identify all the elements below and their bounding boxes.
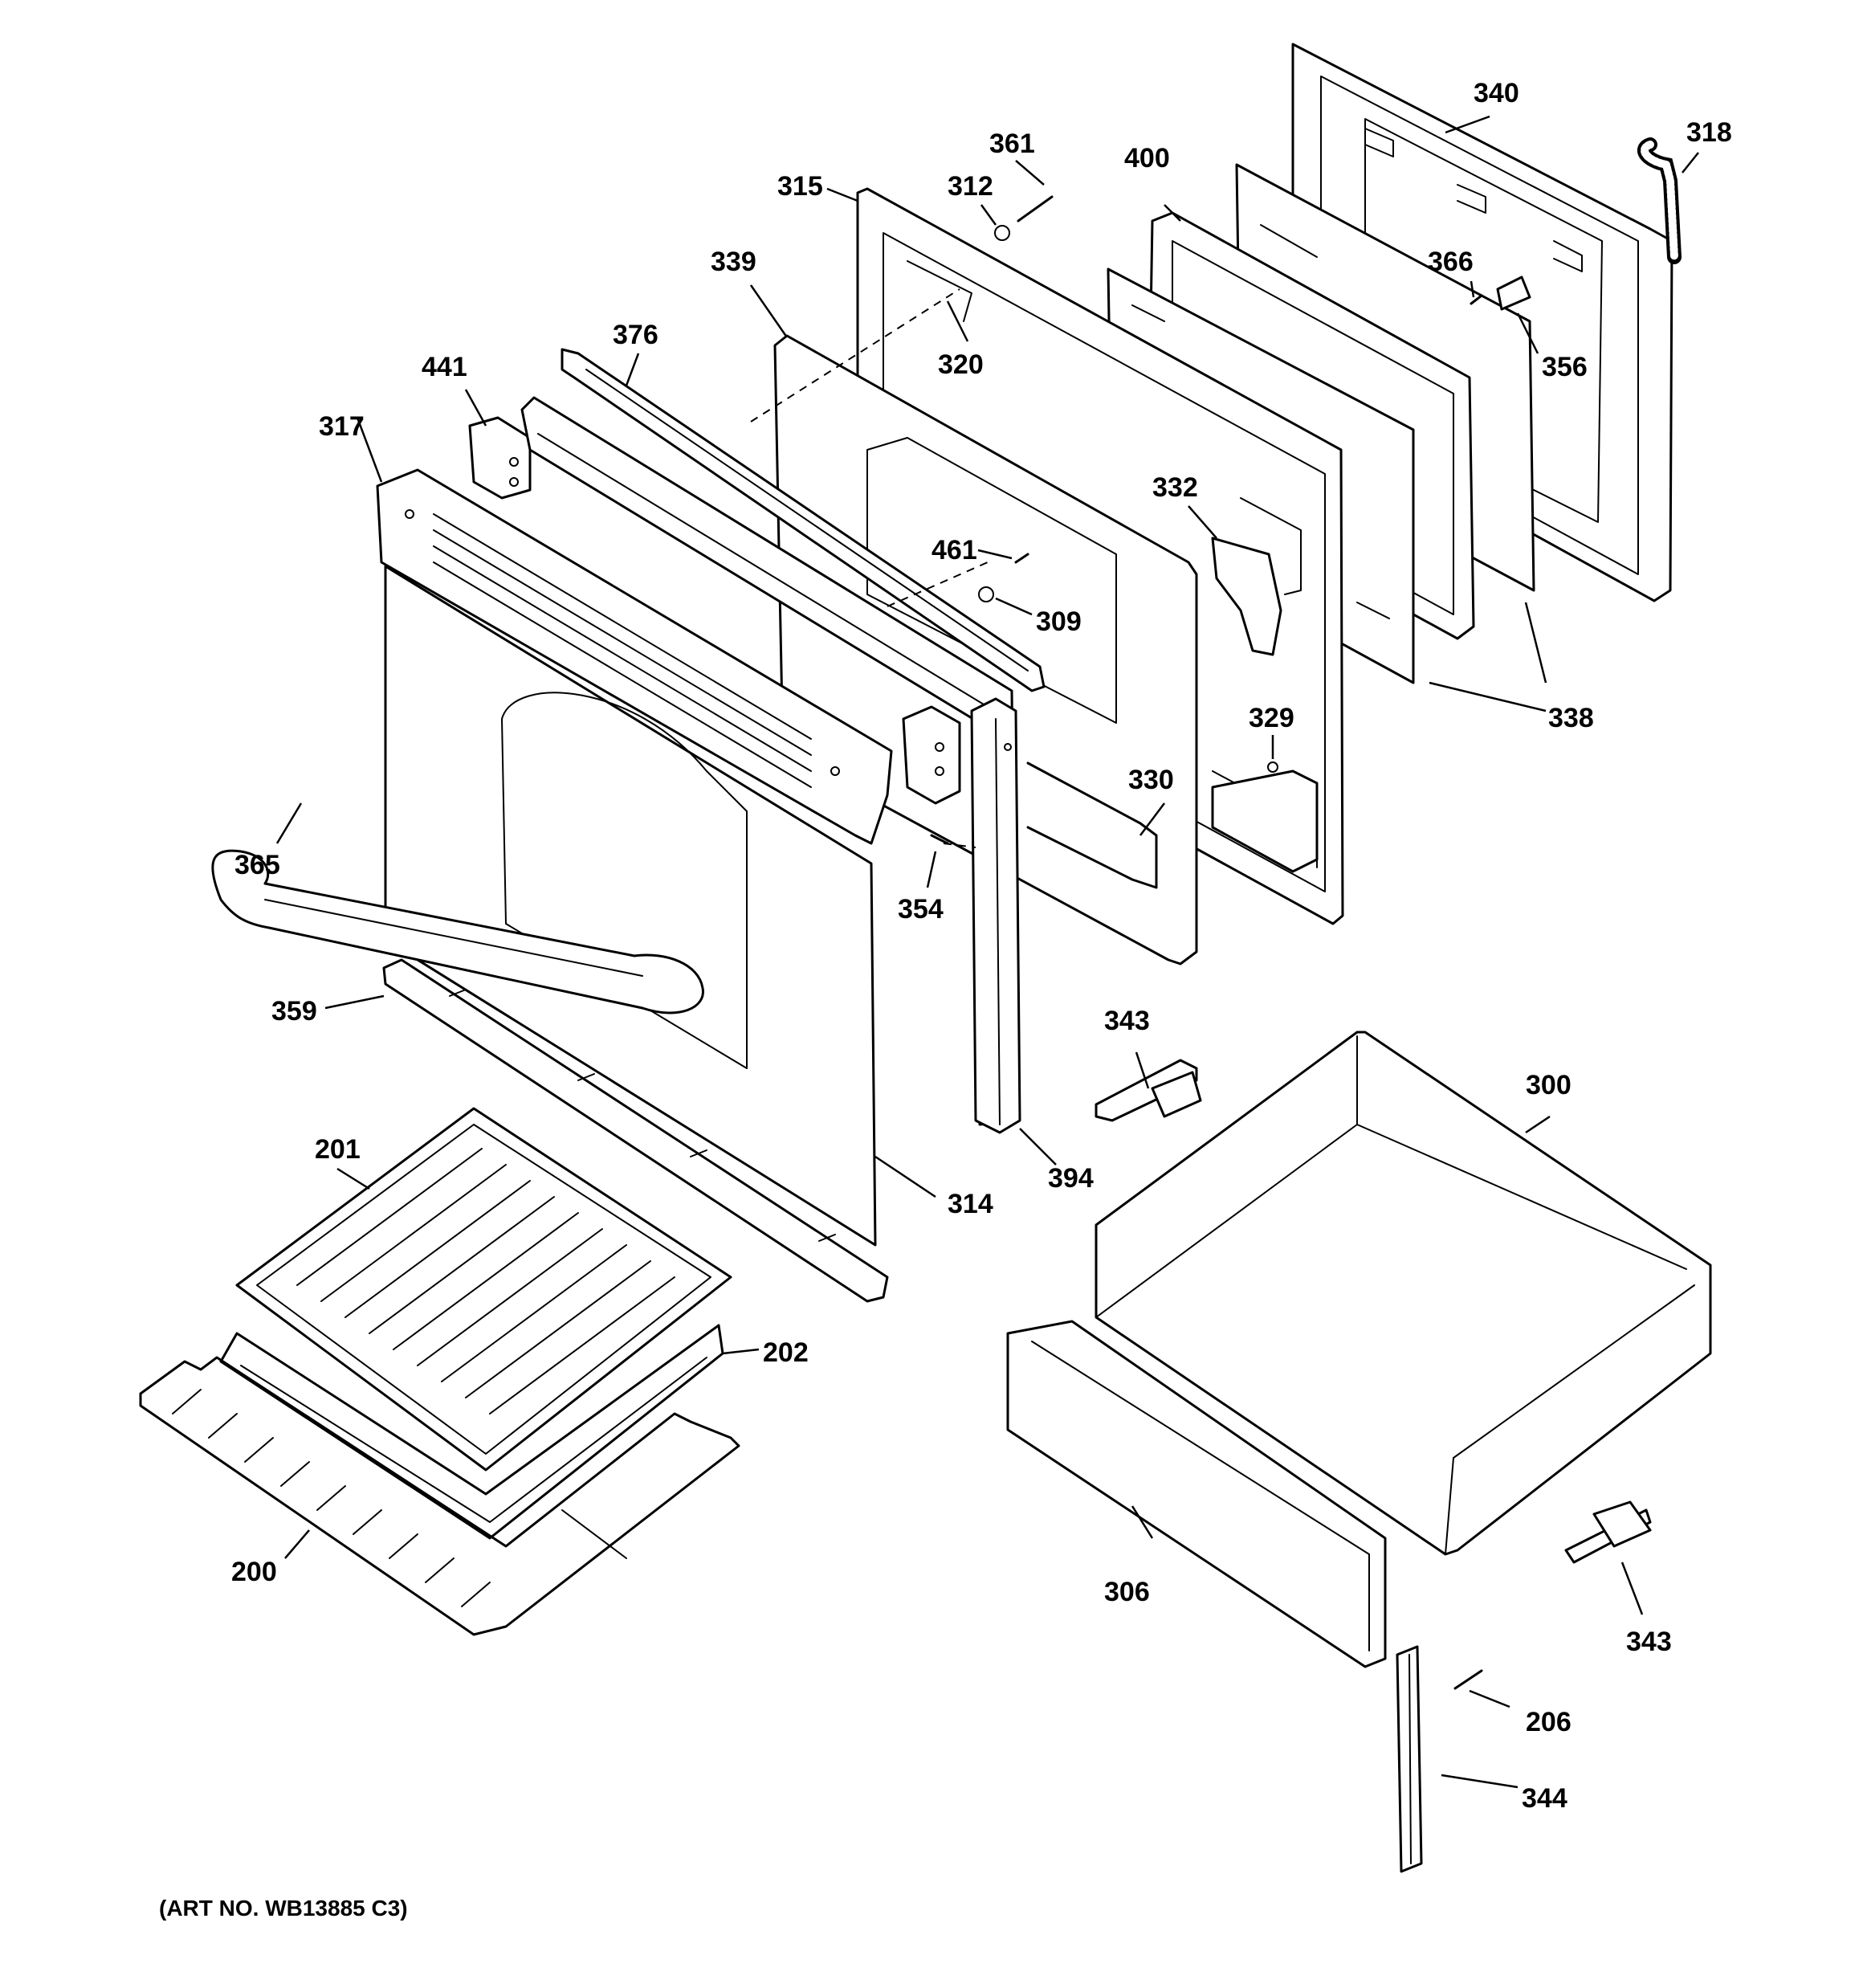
label-366: 366 [1428,247,1474,277]
part-306-drawer-front [1006,1320,1387,1668]
label-394: 394 [1048,1163,1094,1194]
label-461: 461 [932,535,977,565]
screw-354 [930,834,949,845]
label-340: 340 [1474,78,1519,108]
label-318: 318 [1686,117,1732,148]
clip-356 [1496,276,1531,311]
label-354: 354 [898,894,944,925]
label-338: 338 [1548,703,1594,733]
label-320: 320 [938,349,984,380]
label-365: 365 [234,850,280,880]
part-300-drawer-body [1095,1031,1712,1556]
label-339: 339 [711,247,756,277]
label-441: 441 [422,352,467,382]
washer-312 [994,225,1010,241]
part-329-hinge [1211,761,1319,873]
label-344: 344 [1522,1783,1567,1814]
screw-366 [1470,294,1483,305]
label-329: 329 [1249,703,1294,733]
part-441-hinge-bracket [468,416,532,500]
label-300: 300 [1526,1070,1572,1100]
part-343-upper-slide [1095,1059,1202,1122]
part-317-vent-panel [376,468,893,845]
label-200: 200 [231,1557,277,1587]
part-314-door-front [384,565,877,1247]
label-332: 332 [1152,472,1198,503]
label-314: 314 [948,1189,993,1219]
label-201: 201 [315,1134,361,1165]
label-315: 315 [777,171,823,202]
part-359-bottom-trim [382,958,889,1303]
label-312: 312 [948,171,993,202]
part-343-lower-slide [1564,1500,1652,1564]
label-330: 330 [1128,765,1174,795]
label-206: 206 [1526,1707,1572,1737]
label-317: 317 [319,411,365,442]
label-306: 306 [1104,1577,1150,1607]
part-344-drawer-rail [1396,1645,1423,1873]
label-343-upper: 343 [1104,1006,1150,1036]
label-202: 202 [763,1337,809,1368]
part-365-door-handle [211,849,704,1014]
label-376: 376 [613,320,658,350]
part-318-gasket [1637,137,1682,264]
label-343-lower: 343 [1626,1627,1672,1657]
part-hinge-bracket-right [902,705,961,805]
part-labels: 340 318 400 361 315 312 366 339 376 356 … [231,78,1732,1814]
washer-309 [978,586,994,602]
fasteners [750,195,1531,1690]
screw-206 [1453,1669,1483,1690]
label-356: 356 [1542,352,1588,382]
part-394-side-channel [970,697,1021,1134]
part-200-oven-rack [139,1356,740,1636]
art-number: (ART NO. WB13885 C3) [159,1896,408,1921]
part-202-broiler-pan [219,1324,724,1540]
label-400: 400 [1124,143,1170,173]
part-376-top-channel [561,348,1046,692]
label-361: 361 [989,129,1035,159]
part-332-bracket [1211,497,1302,656]
leader-lines [275,115,1699,1789]
screw-361 [1017,195,1054,222]
label-359: 359 [271,996,317,1027]
screw-461 [1014,553,1029,564]
label-309: 309 [1036,606,1082,637]
part-201-broiler-grid [235,1107,732,1472]
